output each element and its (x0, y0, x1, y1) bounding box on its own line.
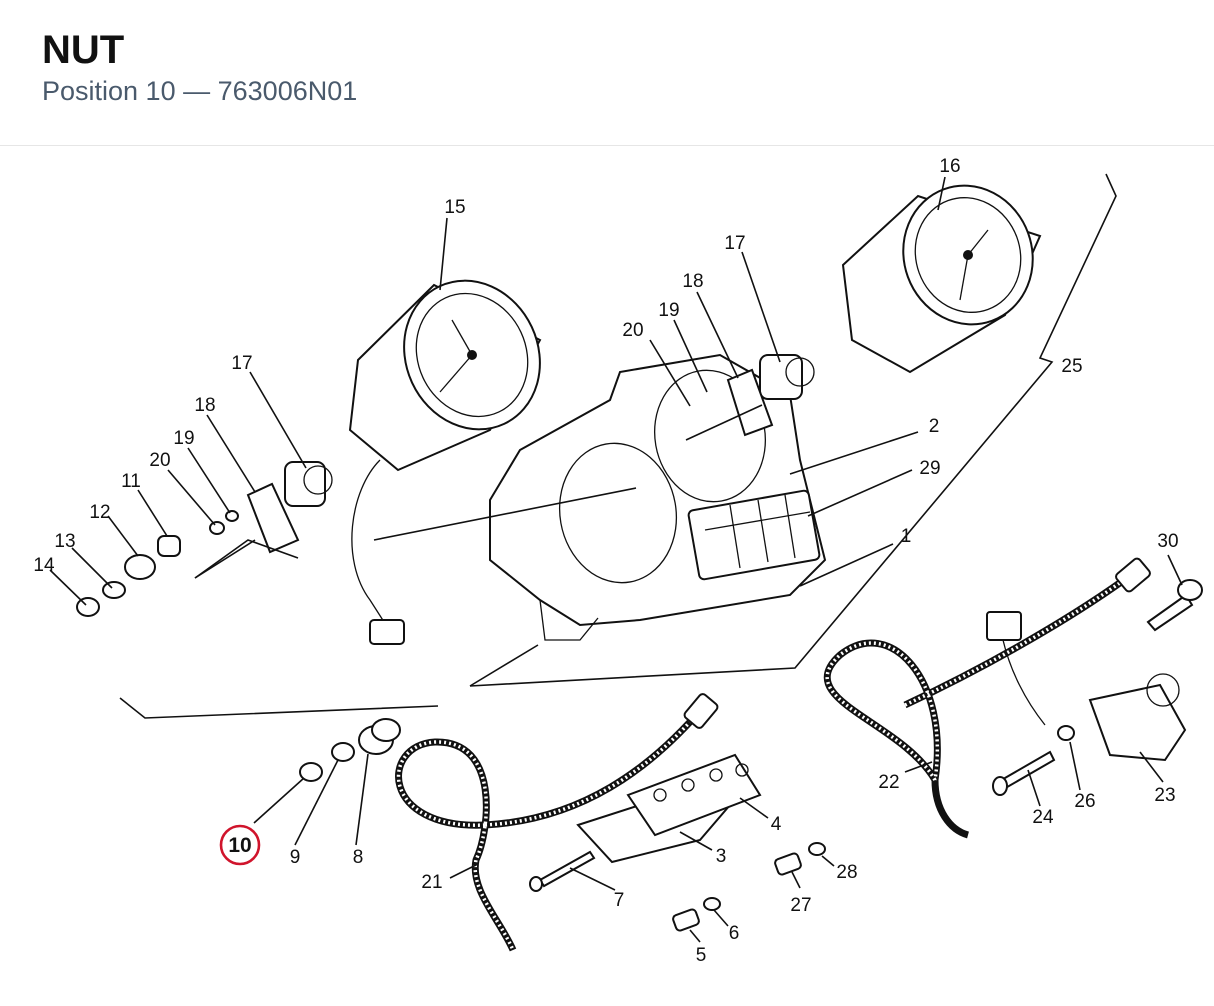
callout-1[interactable]: 1 (901, 526, 912, 547)
cable-22 (823, 557, 1151, 839)
callout-23[interactable]: 23 (1154, 785, 1175, 806)
callout-19-left[interactable]: 19 (173, 428, 194, 449)
callout-26[interactable]: 26 (1074, 791, 1095, 812)
callout-5[interactable]: 5 (696, 945, 707, 966)
ignition-switch (986, 611, 1187, 762)
right-gauge (841, 184, 1042, 374)
callout-9[interactable]: 9 (290, 847, 301, 868)
callout-16[interactable]: 16 (939, 156, 960, 177)
exploded-parts-diagram: 1 2 3 4 5 6 7 8 9 10 11 12 13 14 15 16 1… (33, 156, 1203, 966)
left-gauge (348, 279, 542, 645)
callout-7[interactable]: 7 (614, 890, 625, 911)
part-header: NUT Position 10 — 763006N01 (0, 0, 1214, 146)
cable-21 (395, 693, 719, 952)
part-subtitle: Position 10 — 763006N01 (42, 78, 357, 105)
bolt-24 (992, 750, 1056, 796)
callout-labels: 1 2 3 4 5 6 7 8 9 10 11 12 13 14 15 16 1… (33, 156, 1178, 966)
assembly-bracket (119, 173, 1117, 719)
callout-30[interactable]: 30 (1157, 531, 1178, 552)
callout-13[interactable]: 13 (54, 531, 75, 552)
callout-22[interactable]: 22 (878, 772, 899, 793)
callout-18-right[interactable]: 18 (682, 271, 703, 292)
callout-6[interactable]: 6 (729, 923, 740, 944)
callout-24[interactable]: 24 (1032, 807, 1054, 828)
callout-18-left[interactable]: 18 (194, 395, 215, 416)
left-bulb-socket (246, 461, 333, 554)
callout-11[interactable]: 11 (121, 471, 141, 492)
callout-21[interactable]: 21 (421, 872, 442, 893)
callout-2[interactable]: 2 (929, 416, 940, 437)
callout-10[interactable]: 10 (228, 834, 251, 857)
highlight-ring (219, 824, 261, 866)
callout-25[interactable]: 25 (1061, 356, 1082, 377)
warning-light-panel (576, 753, 762, 864)
leader-lines (49, 176, 1183, 943)
part-number: 763006N01 (217, 76, 358, 106)
callout-12[interactable]: 12 (89, 502, 110, 523)
key-30 (1146, 579, 1203, 632)
callout-17-left[interactable]: 17 (231, 353, 252, 374)
callout-14[interactable]: 14 (33, 555, 55, 576)
callout-19-right[interactable]: 19 (658, 300, 679, 321)
callout-29[interactable]: 29 (919, 458, 940, 479)
callout-4[interactable]: 4 (771, 814, 782, 835)
lower-fasteners (299, 718, 401, 782)
position-label: Position 10 (42, 76, 176, 106)
screw-7 (529, 850, 596, 892)
callout-28[interactable]: 28 (836, 862, 857, 883)
callout-8[interactable]: 8 (353, 847, 364, 868)
callout-3[interactable]: 3 (716, 846, 727, 867)
callout-20-right[interactable]: 20 (622, 320, 643, 341)
callout-20-left[interactable]: 20 (149, 450, 170, 471)
bulbs-27-28 (774, 842, 826, 876)
callout-17-right[interactable]: 17 (724, 233, 745, 254)
callout-15[interactable]: 15 (444, 197, 465, 218)
left-fastener-stack (76, 510, 239, 617)
right-bulb-socket (726, 354, 815, 437)
bulbs-5-6 (672, 897, 721, 932)
subtitle-separator: — (183, 76, 211, 106)
washer-26 (1057, 725, 1075, 741)
part-title: NUT (42, 28, 125, 72)
callout-27[interactable]: 27 (790, 895, 811, 916)
